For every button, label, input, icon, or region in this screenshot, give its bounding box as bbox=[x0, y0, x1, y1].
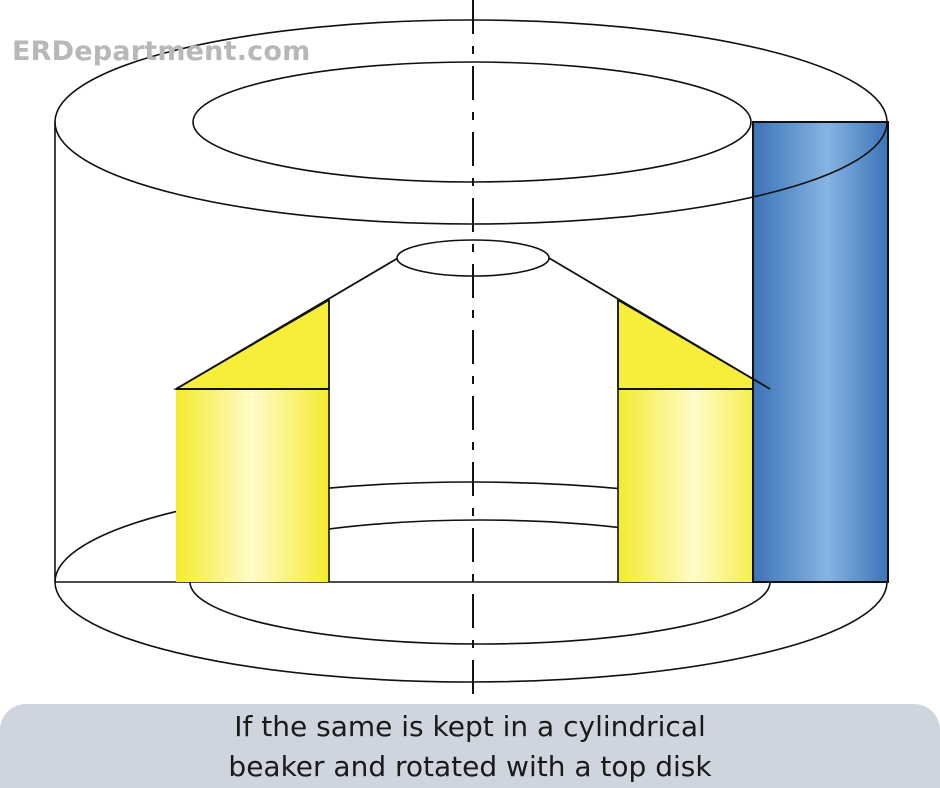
cone-left-side bbox=[175, 257, 399, 390]
watermark: ERDepartment.com bbox=[12, 36, 311, 67]
caption-box: If the same is kept in a cylindrical bea… bbox=[0, 704, 940, 788]
top-outer-ellipse bbox=[54, 19, 888, 225]
cone-right-side bbox=[548, 257, 771, 390]
caption-line-2: beaker and rotated with a top disk bbox=[228, 750, 712, 783]
blue-rectangle bbox=[752, 121, 889, 583]
right-yellow-block bbox=[618, 389, 770, 582]
left-yellow-block bbox=[176, 389, 329, 582]
caption-line-1: If the same is kept in a cylindrical bbox=[234, 710, 706, 743]
